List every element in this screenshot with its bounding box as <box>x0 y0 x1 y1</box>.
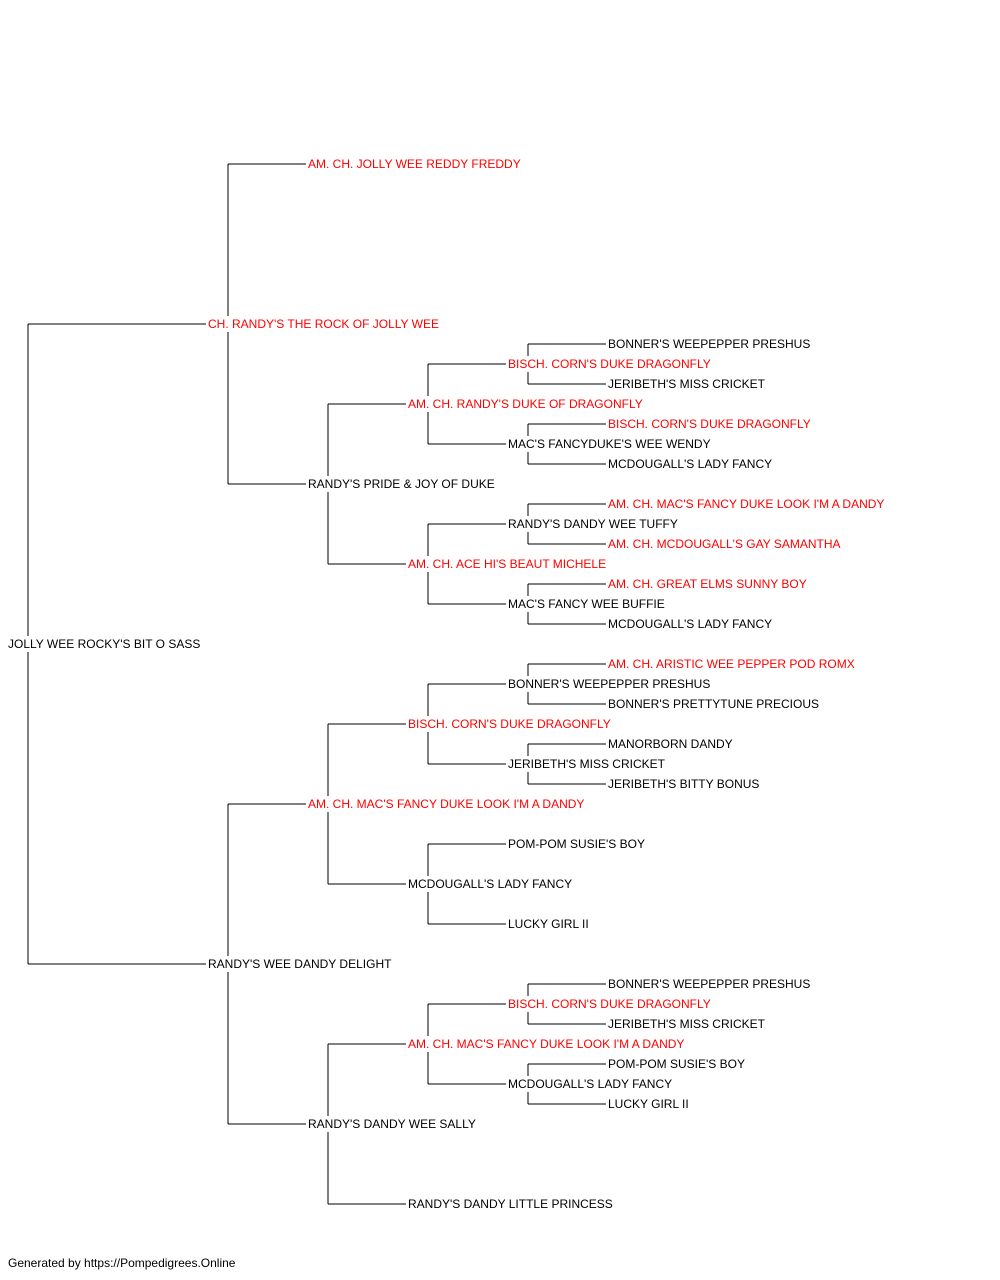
pedigree-dog-name: LUCKY GIRL II <box>508 917 590 931</box>
pedigree-dog-name: RANDY'S PRIDE & JOY OF DUKE <box>308 477 496 491</box>
pedigree-dog-name: RANDY'S WEE DANDY DELIGHT <box>208 957 393 971</box>
pedigree-dog-name: MCDOUGALL'S LADY FANCY <box>608 617 774 631</box>
pedigree-dog-name: JERIBETH'S MISS CRICKET <box>608 1017 766 1031</box>
pedigree-dog-name: RANDY'S DANDY WEE SALLY <box>308 1117 477 1131</box>
pedigree-dog-name: MCDOUGALL'S LADY FANCY <box>608 457 774 471</box>
pedigree-dog-name: AM. CH. MCDOUGALL'S GAY SAMANTHA <box>608 537 842 551</box>
pedigree-dog-name: MANORBORN DANDY <box>608 737 734 751</box>
footer-credit: Generated by https://Pompedigrees.Online <box>8 1256 236 1270</box>
pedigree-dog-name: CH. RANDY'S THE ROCK OF JOLLY WEE <box>208 317 440 331</box>
pedigree-dog-name: JERIBETH'S MISS CRICKET <box>508 757 666 771</box>
pedigree-dog-name: LUCKY GIRL II <box>608 1097 690 1111</box>
pedigree-dog-name: BONNER'S WEEPEPPER PRESHUS <box>608 337 812 351</box>
pedigree-dog-name: MAC'S FANCY WEE BUFFIE <box>508 597 666 611</box>
subject-dog-name: JOLLY WEE ROCKY'S BIT O SASS <box>8 637 202 651</box>
pedigree-dog-name: AM. CH. GREAT ELMS SUNNY BOY <box>608 577 808 591</box>
pedigree-dog-name: BONNER'S PRETTYTUNE PRECIOUS <box>608 697 820 711</box>
pedigree-dog-name: AM. CH. MAC'S FANCY DUKE LOOK I'M A DAND… <box>408 1037 686 1051</box>
pedigree-dog-name: MAC'S FANCYDUKE'S WEE WENDY <box>508 437 712 451</box>
pedigree-dog-name: AM. CH. ARISTIC WEE PEPPER POD ROMX <box>608 657 856 671</box>
pedigree-dog-name: BISCH. CORN'S DUKE DRAGONFLY <box>508 997 712 1011</box>
pedigree-dog-name: AM. CH. ACE HI'S BEAUT MICHELE <box>408 557 608 571</box>
pedigree-dog-name: MCDOUGALL'S LADY FANCY <box>408 877 574 891</box>
pedigree-dog-name: AM. CH. RANDY'S DUKE OF DRAGONFLY <box>408 397 644 411</box>
pedigree-dog-name: JERIBETH'S MISS CRICKET <box>608 377 766 391</box>
pedigree-dog-name: BONNER'S WEEPEPPER PRESHUS <box>508 677 712 691</box>
pedigree-dog-name: AM. CH. MAC'S FANCY DUKE LOOK I'M A DAND… <box>608 497 886 511</box>
pedigree-dog-name: BONNER'S WEEPEPPER PRESHUS <box>608 977 812 991</box>
pedigree-dog-name: MCDOUGALL'S LADY FANCY <box>508 1077 674 1091</box>
pedigree-dog-name: BISCH. CORN'S DUKE DRAGONFLY <box>408 717 612 731</box>
pedigree-dog-name: POM-POM SUSIE'S BOY <box>608 1057 746 1071</box>
pedigree-dog-name: RANDY'S DANDY WEE TUFFY <box>508 517 679 531</box>
pedigree-dog-name: BISCH. CORN'S DUKE DRAGONFLY <box>508 357 712 371</box>
pedigree-dog-name: AM. CH. MAC'S FANCY DUKE LOOK I'M A DAND… <box>308 797 586 811</box>
pedigree-dog-name: POM-POM SUSIE'S BOY <box>508 837 646 851</box>
pedigree-dog-name: RANDY'S DANDY LITTLE PRINCESS <box>408 1197 614 1211</box>
pedigree-dog-name: BISCH. CORN'S DUKE DRAGONFLY <box>608 417 812 431</box>
pedigree-dog-name: JERIBETH'S BITTY BONUS <box>608 777 761 791</box>
pedigree-dog-name: AM. CH. JOLLY WEE REDDY FREDDY <box>308 157 522 171</box>
